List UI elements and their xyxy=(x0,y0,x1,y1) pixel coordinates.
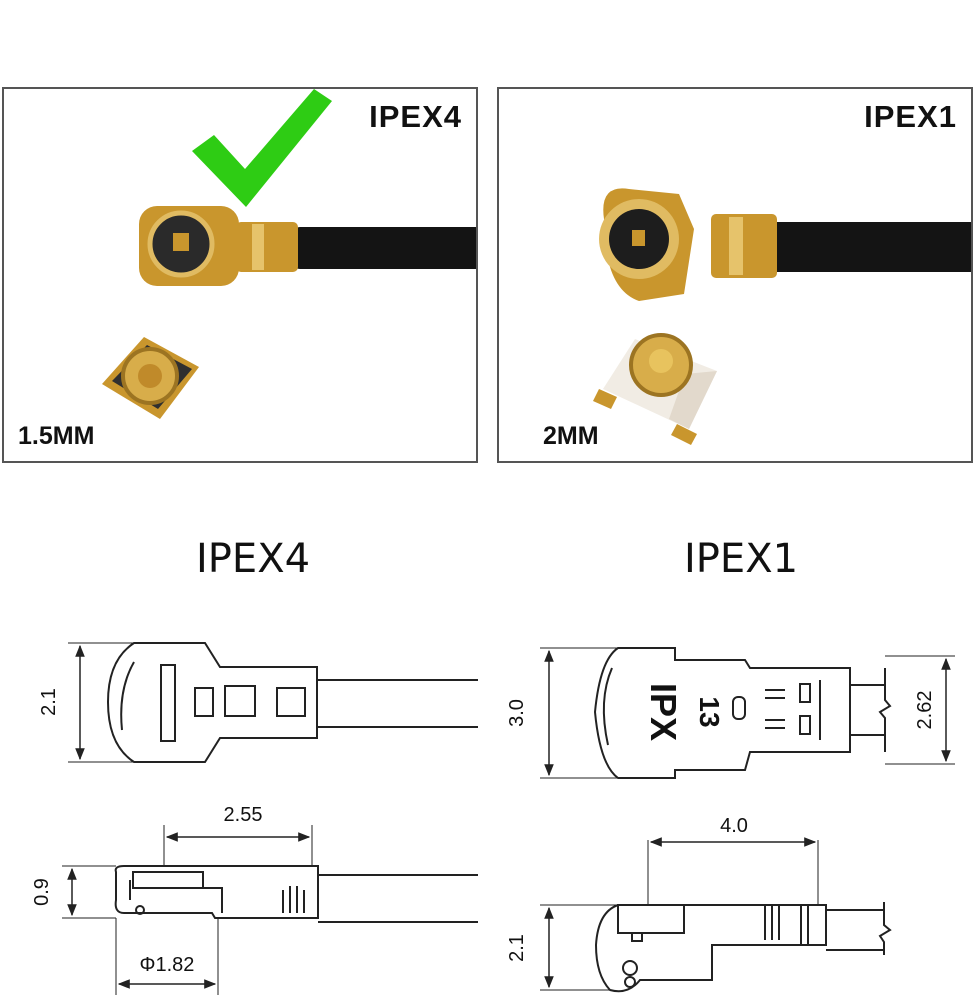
panel-ipex1-photo: IPEX1 2MM xyxy=(497,87,973,463)
dim-ipex1-cable-height: 2.62 xyxy=(914,691,936,730)
ipex1-receptacle xyxy=(593,333,717,445)
ipex4-crimp xyxy=(236,222,298,272)
heading-ipex1-drawing: IPEX1 xyxy=(684,536,799,582)
ipex1-crimp xyxy=(711,214,777,278)
check-mark-icon xyxy=(192,89,332,207)
ipex1-side-view xyxy=(540,837,892,993)
panel-title-ipex4: IPEX4 xyxy=(369,99,462,134)
dim-ipex1-profile-height: 2.1 xyxy=(506,934,528,962)
ipex4-top-view xyxy=(68,642,478,763)
panel-title-ipex1: IPEX1 xyxy=(864,99,957,134)
ipex4-cable xyxy=(294,227,476,269)
ipex1-code-marking: 13 xyxy=(694,696,725,727)
panel-size-ipex1: 2MM xyxy=(543,422,599,450)
dim-ipex1-length: 4.0 xyxy=(720,815,748,837)
dim-ipex4-length: 2.55 xyxy=(224,804,263,826)
dim-ipex4-profile-height: 0.9 xyxy=(31,878,53,906)
ipex4-photo-illustration xyxy=(102,206,476,419)
panel-ipex4-photo: IPEX4 1.5MM xyxy=(2,87,478,463)
ipex1-brand-marking: IPX xyxy=(643,683,684,741)
panel-size-ipex4: 1.5MM xyxy=(18,422,95,450)
heading-ipex4-drawing: IPEX4 xyxy=(196,536,311,582)
dim-ipex4-diameter: Φ1.82 xyxy=(140,954,195,976)
dim-ipex1-height: 3.0 xyxy=(506,699,528,727)
dim-ipex4-height: 2.1 xyxy=(38,688,60,716)
ipex4-side-view xyxy=(62,825,478,995)
ipex1-cable xyxy=(769,222,971,272)
ipex1-connector-head xyxy=(599,188,694,301)
ipex4-receptacle xyxy=(102,337,199,419)
ipex1-top-view xyxy=(540,647,955,779)
ipex1-photo-illustration xyxy=(593,188,971,445)
